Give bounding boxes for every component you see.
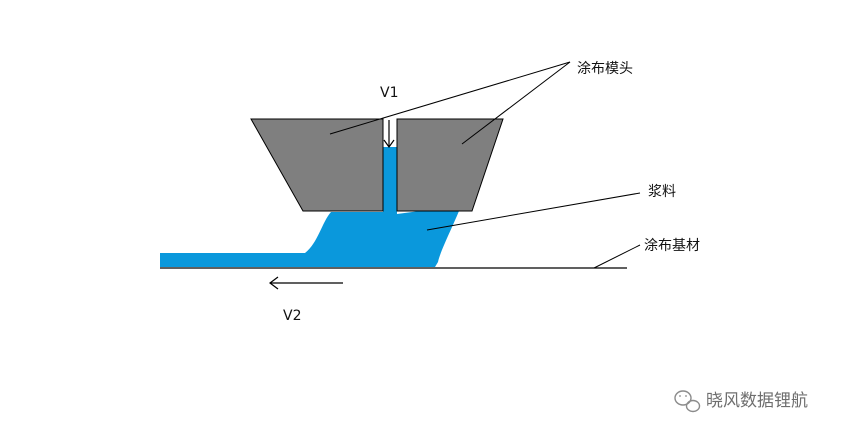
v2-arrow	[269, 276, 343, 290]
label-substrate: 涂布基材	[644, 237, 700, 254]
v1-arrow	[383, 120, 395, 149]
die-right	[396, 118, 504, 212]
slurry-shape	[160, 147, 459, 267]
leader-die-left	[329, 61, 571, 135]
label-coating-die: 涂布模头	[577, 61, 633, 77]
label-v2: V2	[283, 308, 301, 324]
label-v1: V1	[380, 85, 398, 101]
watermark-text: 晓风数据锂航	[706, 391, 808, 411]
leader-substrate	[593, 244, 641, 269]
watermark: 晓风数据锂航	[674, 390, 808, 413]
leader-slurry	[426, 192, 641, 231]
die-left	[250, 118, 384, 212]
wechat-icon	[674, 390, 701, 413]
label-slurry: 浆料	[648, 184, 676, 200]
leader-die-right	[461, 61, 571, 145]
